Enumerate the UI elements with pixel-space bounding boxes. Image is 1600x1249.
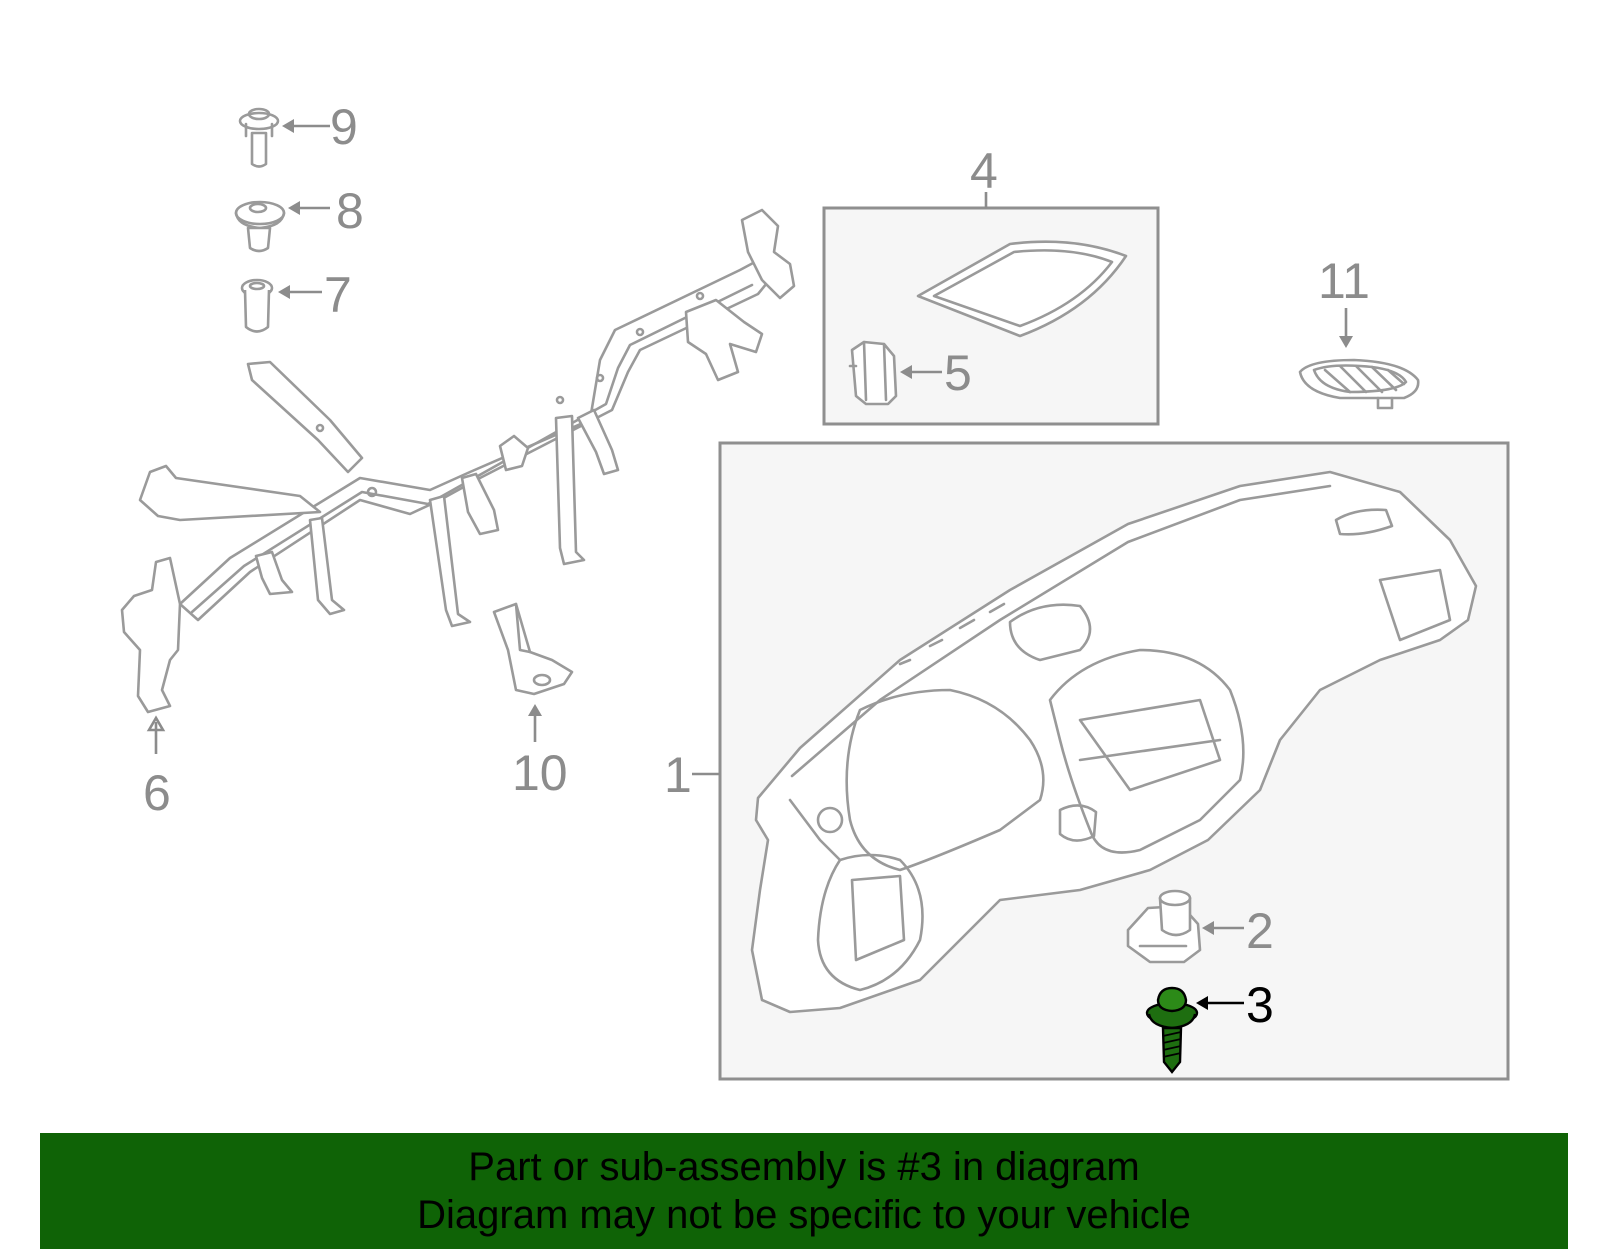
callout-6: 6: [143, 765, 171, 821]
callout-5: 5: [944, 345, 972, 401]
callout-1: 1: [664, 747, 692, 803]
callout-4: 4: [970, 143, 998, 199]
banner-line-1: Part or sub-assembly is #3 in diagram: [468, 1145, 1140, 1189]
part-10-bracket: [492, 602, 574, 696]
part-11-speaker-grille: [1298, 358, 1420, 410]
callout-3: 3: [1246, 977, 1274, 1033]
part-9-bolt: [238, 107, 280, 168]
callout-11: 11: [1318, 253, 1370, 309]
part-8-grommet: [234, 200, 286, 253]
part-1-instrument-panel: [750, 470, 1478, 1014]
info-banner: Part or sub-assembly is #3 in diagram Di…: [40, 1133, 1568, 1249]
part-3-screw-highlighted: [1145, 986, 1199, 1074]
part-7-clip: [240, 278, 274, 333]
callout-9: 9: [330, 99, 358, 155]
part-4-defroster-panel: [916, 240, 1128, 338]
part-2-clip-nut: [1126, 889, 1202, 964]
banner-line-2: Diagram may not be specific to your vehi…: [417, 1193, 1191, 1237]
callout-2: 2: [1246, 903, 1274, 959]
part-6-reinforcement-frame: [120, 208, 796, 714]
callout-8: 8: [336, 183, 364, 239]
callout-10: 10: [512, 745, 568, 801]
part-5-sensor: [848, 340, 898, 406]
callout-7: 7: [324, 267, 352, 323]
